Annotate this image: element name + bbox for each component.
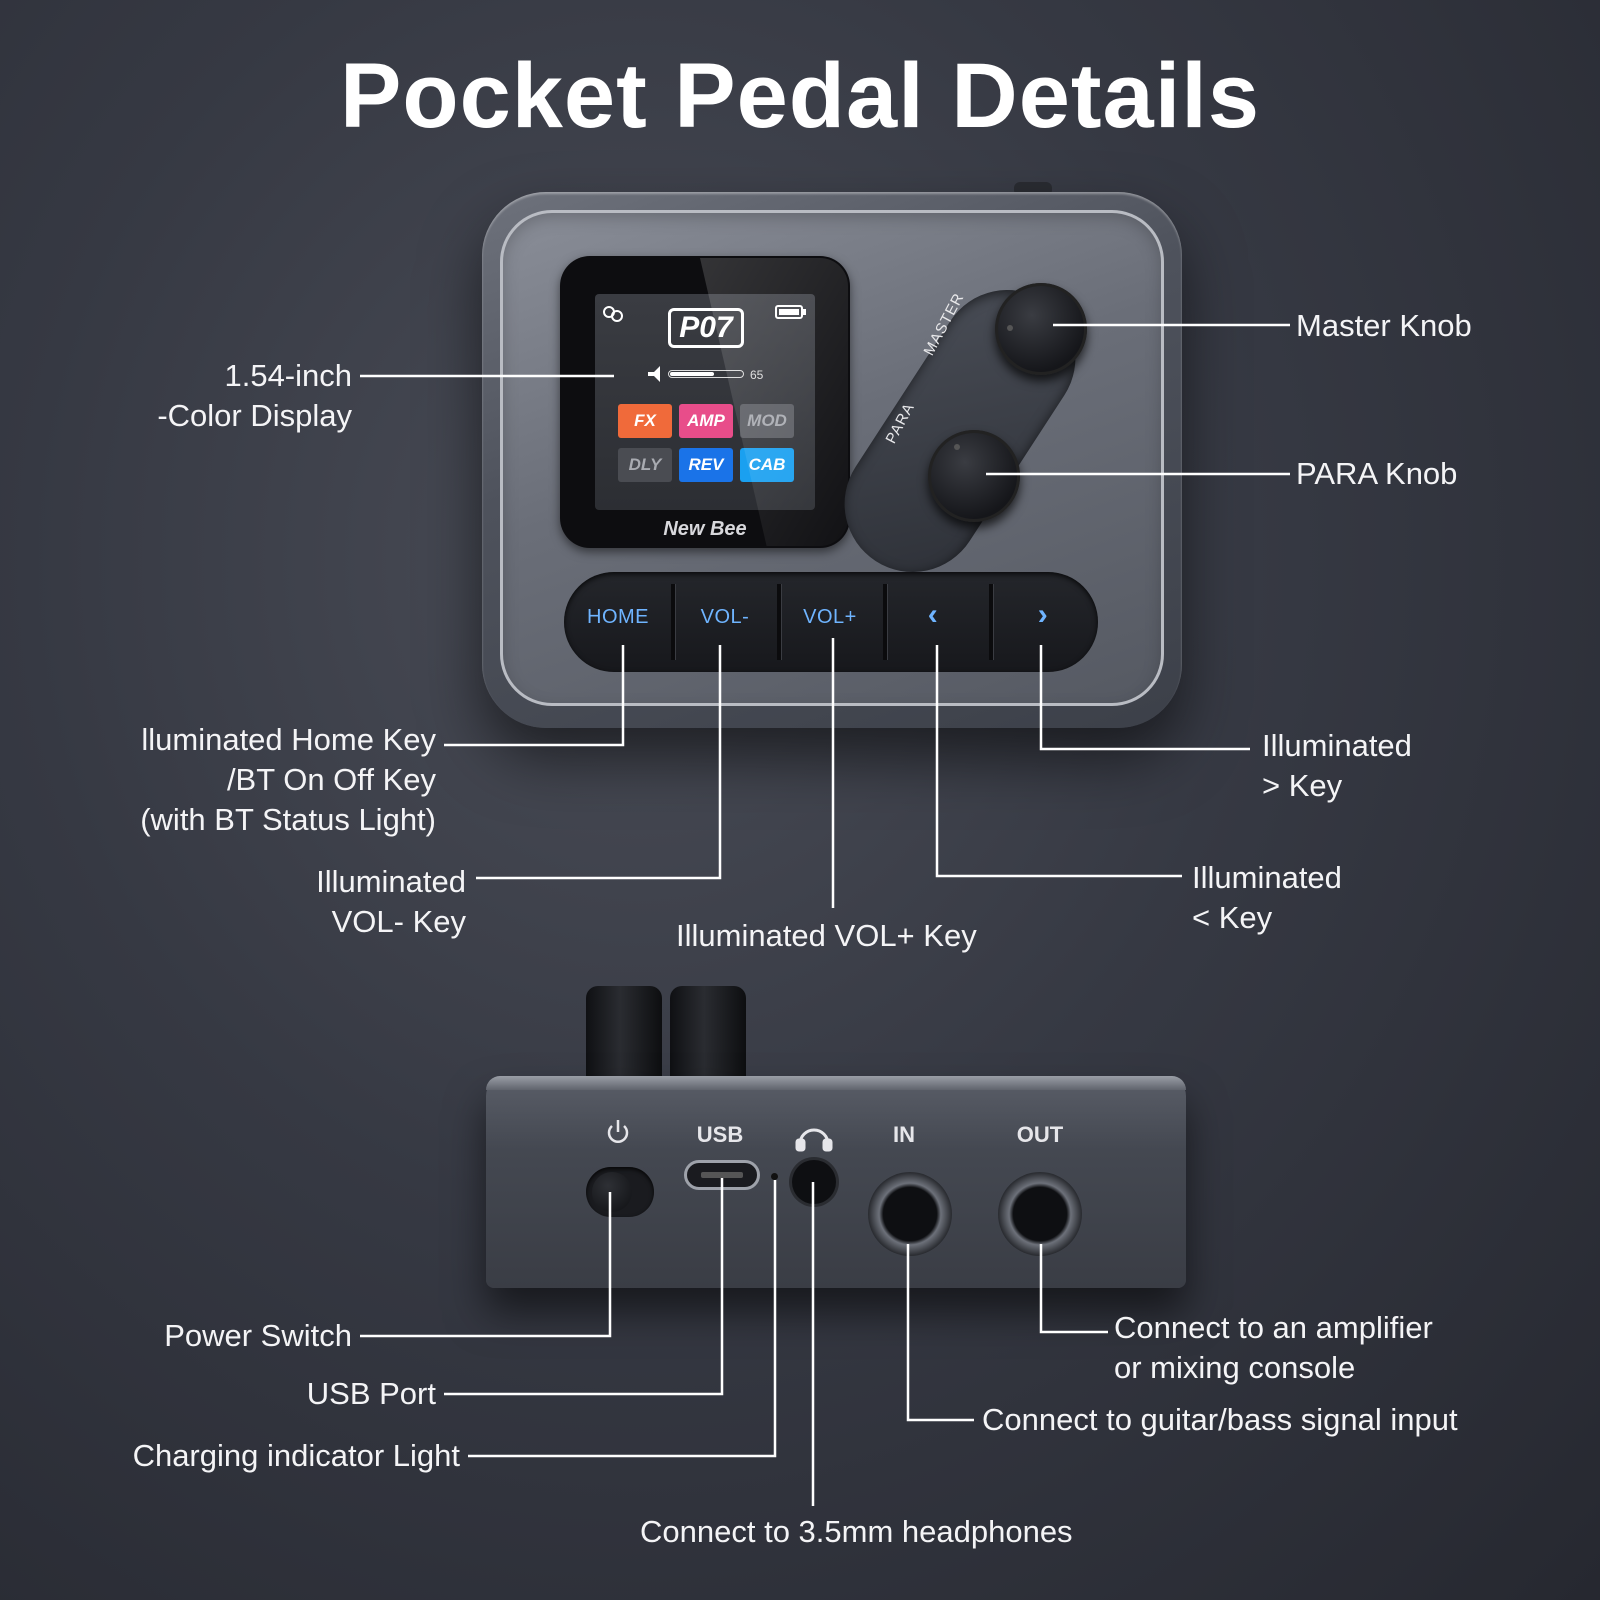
preset-number: P07 xyxy=(668,308,744,348)
label-home-key: lluminated Home Key/BT On Off Key(with B… xyxy=(140,722,436,837)
out-port-label: OUT xyxy=(1016,1122,1064,1147)
module-dly: DLY xyxy=(618,448,672,482)
label-charging-light: Charging indicator Light xyxy=(132,1438,460,1473)
next-key[interactable]: › xyxy=(1037,598,1049,631)
key-divider xyxy=(989,584,993,660)
label-usb-port: USB Port xyxy=(306,1376,436,1411)
master-knob[interactable] xyxy=(995,283,1087,375)
label-vol-plus-key: Illuminated VOL+ Key xyxy=(676,918,977,953)
label-next-key: Illuminated> Key xyxy=(1262,728,1412,803)
volume-bar-fill xyxy=(670,372,715,376)
vol-plus-key[interactable]: VOL+ xyxy=(803,606,857,628)
label-prev-key: Illuminated< Key xyxy=(1192,860,1342,935)
key-divider xyxy=(671,584,675,660)
master-knob-side xyxy=(586,986,662,1082)
label-para-knob: PARA Knob xyxy=(1296,456,1458,491)
headphone-jack[interactable] xyxy=(792,1160,836,1204)
para-knob-side xyxy=(670,986,746,1082)
module-fx: FX xyxy=(618,404,672,438)
module-mod: MOD xyxy=(740,404,794,438)
in-port-label: IN xyxy=(893,1122,915,1147)
prev-key[interactable]: ‹ xyxy=(927,598,939,631)
home-key[interactable]: HOME xyxy=(587,606,649,628)
vol-minus-key[interactable]: VOL- xyxy=(700,606,750,628)
module-amp: AMP xyxy=(679,404,733,438)
input-jack[interactable] xyxy=(868,1172,952,1256)
module-rev: REV xyxy=(679,448,733,482)
label-in-desc: Connect to guitar/bass signal input xyxy=(982,1402,1458,1437)
output-jack[interactable] xyxy=(998,1172,1082,1256)
module-cab: CAB xyxy=(740,448,794,482)
para-knob[interactable] xyxy=(928,430,1020,522)
key-divider xyxy=(777,584,781,660)
power-switch[interactable] xyxy=(586,1167,654,1217)
usb-port-label: USB xyxy=(696,1122,744,1147)
key-divider xyxy=(883,584,887,660)
label-headphones-desc: Connect to 3.5mm headphones xyxy=(640,1514,1073,1549)
brand-logo: New Bee xyxy=(663,518,747,540)
label-master-knob: Master Knob xyxy=(1296,308,1472,343)
page-title: Pocket Pedal Details xyxy=(340,45,1260,147)
volume-value: 65 xyxy=(750,368,764,382)
charging-led xyxy=(771,1173,778,1180)
label-power-switch: Power Switch xyxy=(164,1318,352,1353)
label-display: 1.54-inch-Color Display xyxy=(157,358,352,433)
volume-bar xyxy=(668,370,744,378)
usb-port[interactable] xyxy=(684,1160,760,1190)
